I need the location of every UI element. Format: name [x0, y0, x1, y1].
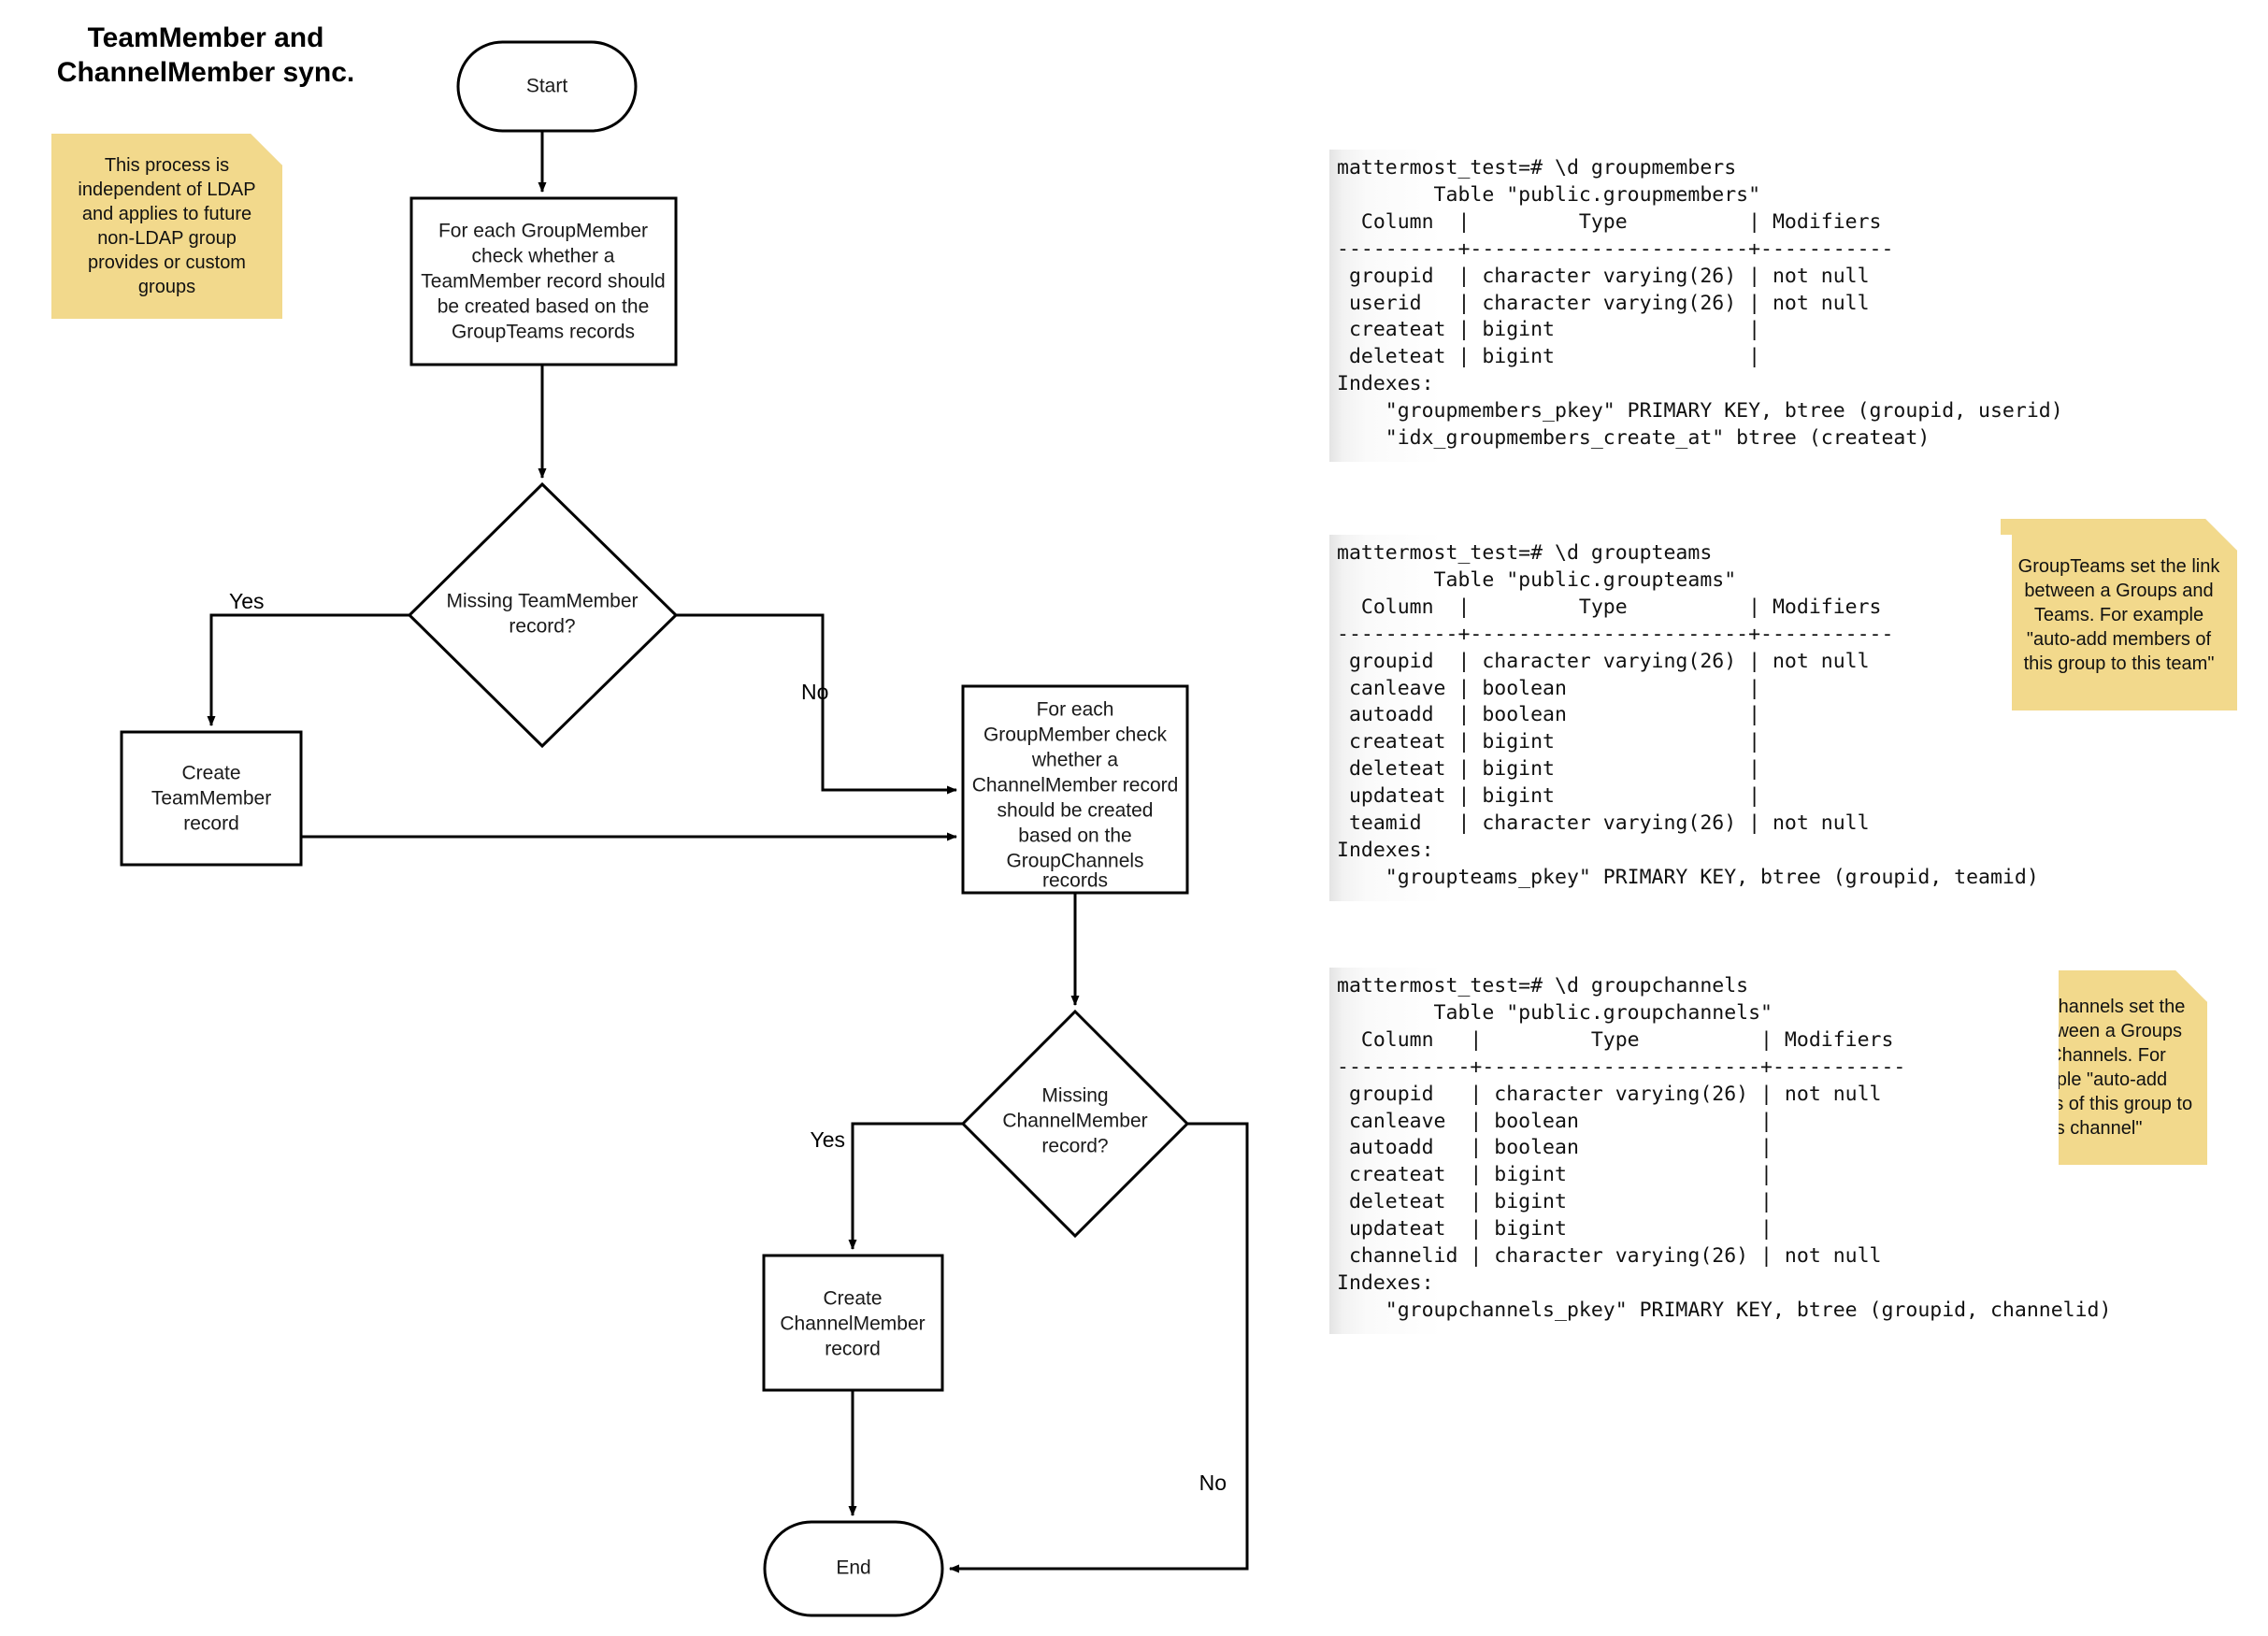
process2-line-6: GroupChannels — [1006, 851, 1143, 872]
process2-line-7: records — [1042, 870, 1108, 892]
create-channelmember-line-2: record — [825, 1339, 881, 1360]
note-groupteams-text: GroupTeams set the link between a Groups… — [2017, 555, 2220, 674]
decision2-line-0: Missing — [1041, 1085, 1108, 1107]
process2-line-4: should be created — [998, 800, 1154, 822]
edge-decision2-no — [949, 1122, 1249, 1573]
node-start-label: Start — [526, 76, 568, 97]
process2-line-2: whether a — [1031, 750, 1119, 771]
create-teammember-line-0: Create — [181, 763, 240, 784]
decision1-line-0: Missing TeamMember — [446, 591, 638, 612]
create-teammember-line-2: record — [183, 813, 239, 835]
page-title: TeamMember and ChannelMember sync. — [56, 22, 355, 89]
edge-label-teammember-no: No — [801, 680, 828, 704]
process2-line-3: ChannelMember record — [972, 775, 1179, 796]
node-end[interactable]: End — [763, 1520, 944, 1617]
node-start[interactable]: Start — [456, 40, 638, 133]
process2-line-5: based on the — [1018, 825, 1131, 847]
edge-label-channelmember-yes: Yes — [810, 1127, 845, 1152]
node-process-channelmember-check[interactable]: For each GroupMember check whether a Cha… — [961, 684, 1189, 895]
terminal-output-groupmembers: mattermost_test=# \d groupmembers Table … — [1329, 150, 2063, 462]
decision2-line-1: ChannelMember — [1002, 1111, 1147, 1132]
process1-line-4: GroupTeams records — [452, 322, 635, 343]
terminal-output-groupchannels: mattermost_test=# \d groupchannels Table… — [1329, 968, 2111, 1334]
node-create-channelmember[interactable]: Create ChannelMember record — [762, 1254, 944, 1392]
process1-line-1: check whether a — [472, 246, 615, 267]
decision1-line-1: record? — [509, 616, 575, 638]
node-end-label: End — [836, 1557, 870, 1579]
terminal-output-groupteams: mattermost_test=# \d groupteams Table "p… — [1329, 535, 2039, 901]
edge-label-teammember-yes: Yes — [229, 589, 265, 613]
note-groupteams: GroupTeams set the link between a Groups… — [2001, 519, 2237, 710]
create-channelmember-line-1: ChannelMember — [780, 1313, 925, 1335]
note-fold-corner-icon — [2205, 519, 2237, 551]
node-decision-channelmember[interactable]: Missing ChannelMember record? — [960, 1009, 1190, 1239]
note-ldap-text: This process is independent of LDAP and … — [78, 155, 256, 297]
node-create-teammember[interactable]: Create TeamMember record — [120, 730, 303, 867]
edge-decision1-yes — [207, 613, 409, 726]
node-decision-teammember[interactable]: Missing TeamMember record? — [407, 481, 679, 749]
process2-line-0: For each — [1037, 699, 1114, 721]
flowchart-canvas: Yes No Yes No Start For each GroupMember… — [120, 40, 1249, 1617]
process1-line-0: For each GroupMember — [438, 221, 648, 242]
process1-line-3: be created based on the — [438, 296, 650, 318]
edge-decision1-no — [676, 613, 957, 795]
create-channelmember-line-0: Create — [823, 1288, 882, 1310]
process1-line-2: TeamMember record should — [421, 271, 665, 293]
note-ldap-independence: This process is independent of LDAP and … — [51, 134, 282, 319]
edge-label-channelmember-no: No — [1199, 1471, 1227, 1495]
process2-line-1: GroupMember check — [983, 725, 1168, 746]
create-teammember-line-1: TeamMember — [151, 788, 271, 810]
node-process-teammember-check[interactable]: For each GroupMember check whether a Tea… — [409, 196, 678, 366]
decision2-line-2: record? — [1041, 1136, 1108, 1157]
edge-decision2-yes — [848, 1122, 963, 1250]
